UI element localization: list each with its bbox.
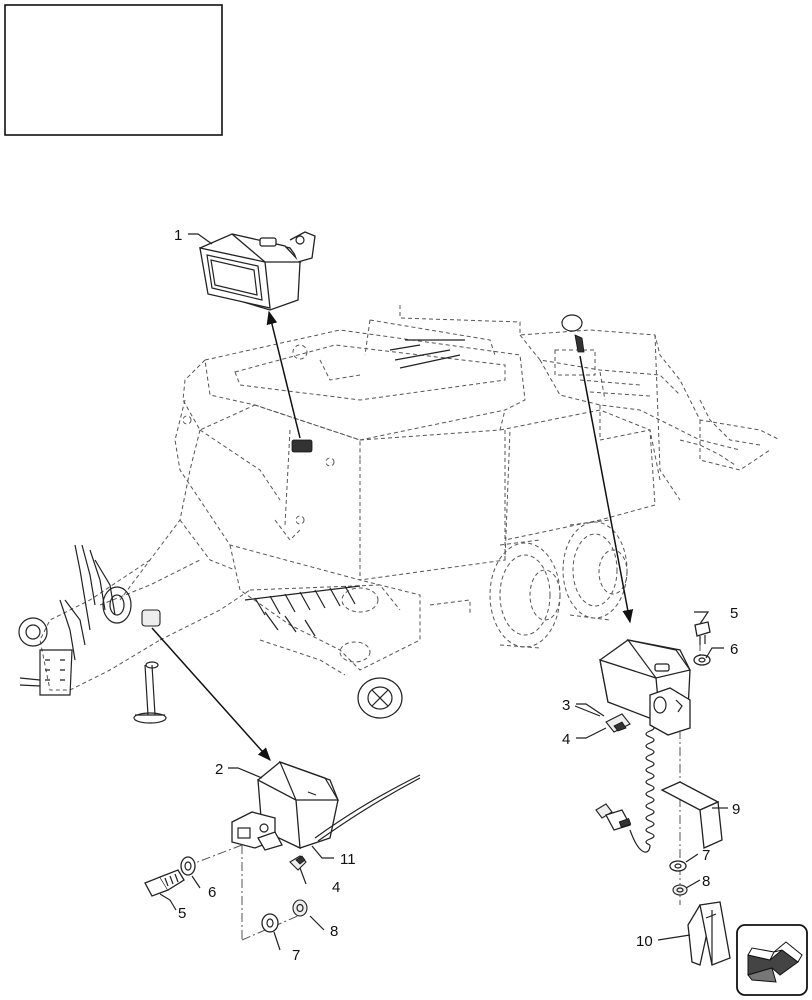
callout-6-right: 6 [730, 641, 738, 658]
callout-5-left: 5 [178, 905, 186, 922]
lamp-assembly-1 [199, 231, 316, 311]
callout-3: 3 [562, 697, 570, 714]
lamp-assembly-3 [595, 621, 731, 966]
callout-6-left: 6 [208, 884, 216, 901]
callout-5-right: 5 [730, 605, 738, 622]
callout-2: 2 [215, 761, 223, 778]
callout-10: 10 [636, 933, 653, 950]
callout-1: 1 [174, 227, 182, 244]
leader-arrow-3 [579, 355, 634, 624]
callout-8-left: 8 [330, 923, 338, 940]
callout-11: 11 [340, 851, 356, 868]
lamp-assembly-2 [144, 760, 421, 941]
coiled-cable [629, 724, 655, 853]
callout-9: 9 [732, 801, 740, 818]
callout-4-left: 4 [332, 879, 340, 896]
title-block-frame [4, 4, 223, 136]
baler-machine [18, 305, 781, 724]
leader-arrow-1 [266, 310, 301, 439]
callout-7-left: 7 [292, 947, 300, 964]
callout-leaders [159, 233, 728, 951]
lamp-location-front [291, 439, 313, 453]
return-arrow-icon[interactable] [736, 924, 808, 996]
callout-labels: 1 2 3 4 4 5 5 6 6 7 7 8 8 9 10 11 [174, 227, 740, 964]
callout-7-right: 7 [702, 847, 710, 864]
leader-arrow-2 [151, 627, 271, 762]
callout-8-right: 8 [702, 873, 710, 890]
lamp-location-drawbar [141, 609, 161, 627]
callout-4-right: 4 [562, 731, 570, 748]
lamp-location-rear [561, 314, 585, 353]
